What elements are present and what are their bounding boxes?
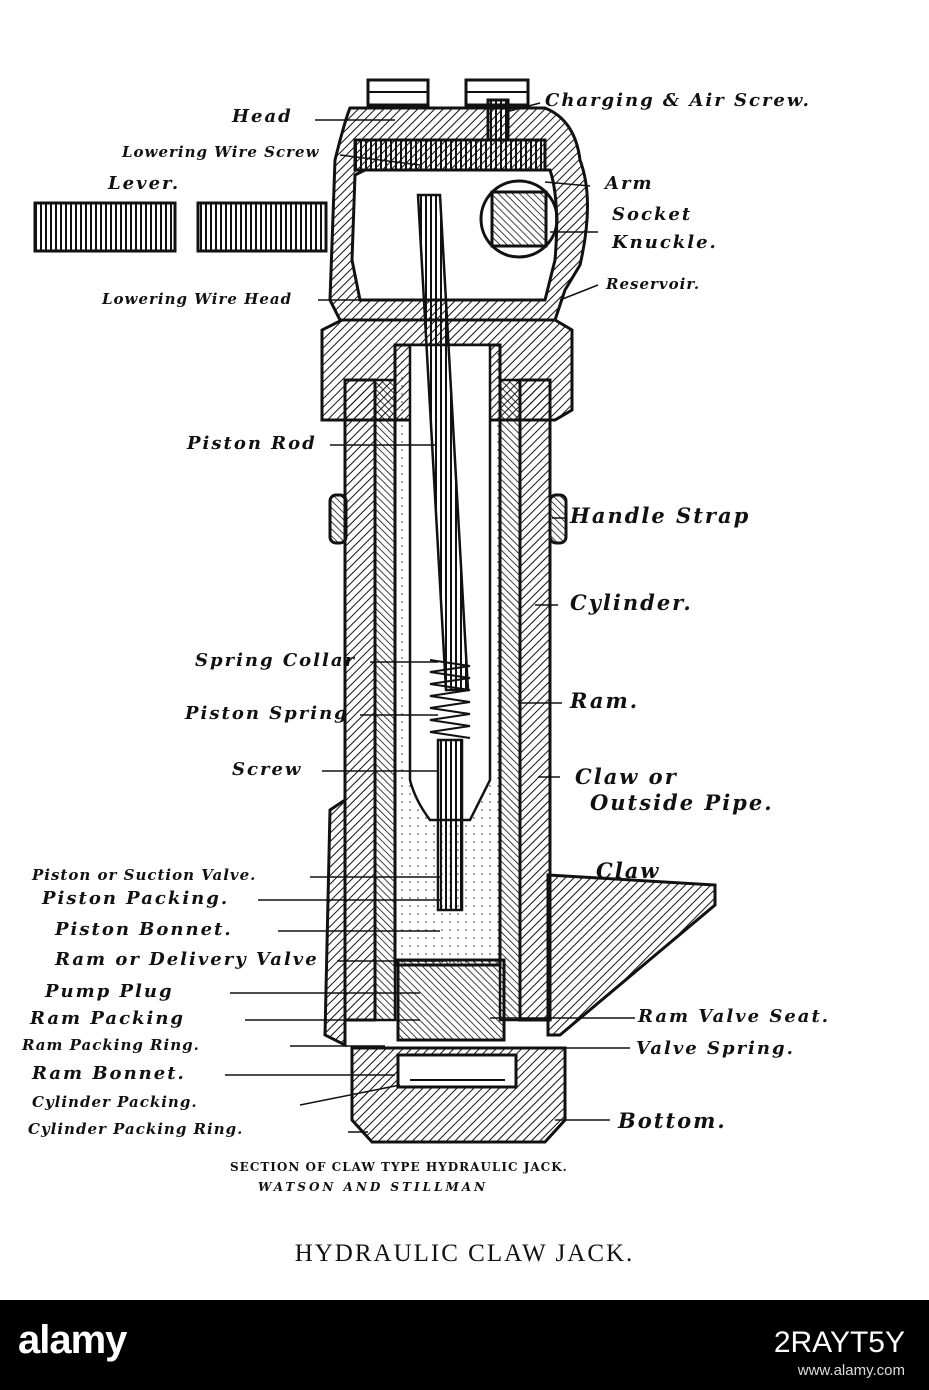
label-bottom: Bottom. [618,1108,727,1133]
label-socket: Socket [612,204,693,225]
label-head: Head [232,106,293,127]
pump-plug-block [396,958,506,1042]
label-cylinder: Cylinder. [570,590,693,615]
outside-pipe-right [518,378,552,1022]
piston-spring [429,659,471,739]
caption-section: SECTION OF CLAW TYPE HYDRAULIC JACK. [230,1160,568,1174]
socket-block [490,190,548,248]
label-ram: Ram. [570,688,640,713]
label-pump-plug: Pump Plug [45,981,174,1002]
figure-title: HYDRAULIC CLAW JACK. [294,1240,635,1267]
watermark-logo: alamy [18,1318,127,1362]
top-lugs [366,78,530,107]
figure-area: Head Charging & Air Screw. Lowering Wire… [22,78,831,1267]
label-cylinder-packing: Cylinder Packing. [32,1093,198,1111]
label-ram-bonnet: Ram Bonnet. [32,1063,186,1084]
label-arm: Arm [605,173,654,194]
outside-pipe-left [343,378,377,1022]
watermark-bar: alamy 2RAYT5Y www.alamy.com [0,1300,929,1390]
label-charging-air-screw: Charging & Air Screw. [545,90,811,111]
label-ram-packing: Ram Packing [30,1008,186,1029]
label-lever: Lever. [108,173,181,194]
label-piston-packing: Piston Packing. [42,888,230,909]
label-knuckle: Knuckle. [612,232,718,253]
cylinder-wall-right [498,378,522,1022]
label-outside-pipe: Outside Pipe. [590,790,774,815]
label-ram-valve-seat: Ram Valve Seat. [638,1006,831,1027]
jack-cross-section-drawing [33,78,717,1144]
caption-authors: WATSON AND STILLMAN [258,1180,489,1194]
label-ram-delivery-valve: Ram or Delivery Valve [55,949,319,970]
watermark-url: www.alamy.com [797,1362,905,1379]
label-ram-packing-ring: Ram Packing Ring. [22,1036,200,1054]
cylinder-wall-left [373,378,397,1022]
label-lowering-wire-screw: Lowering Wire Screw [122,143,320,161]
label-claw-or: Claw or [575,764,678,789]
label-screw: Screw [232,759,303,780]
leader-lines [225,102,635,1133]
label-handle-strap: Handle Strap [570,503,751,528]
watermark-image-id: 2RAYT5Y [773,1326,905,1359]
label-piston-rod: Piston Rod [187,433,317,454]
label-lowering-wire-head: Lowering Wire Head [102,290,293,308]
label-spring-collar: Spring Collar [195,650,356,671]
lever-bar [33,201,328,253]
label-valve-spring: Valve Spring. [636,1038,795,1059]
claw-foot [546,873,717,1037]
label-cylinder-packing-ring: Cylinder Packing Ring. [28,1120,244,1138]
label-claw: Claw [596,858,661,883]
label-piston-suction-valve: Piston or Suction Valve. [32,866,257,884]
label-piston-spring: Piston Spring [185,703,349,724]
label-reservoir: Reservoir. [606,275,701,293]
label-piston-bonnet: Piston Bonnet. [55,919,233,940]
